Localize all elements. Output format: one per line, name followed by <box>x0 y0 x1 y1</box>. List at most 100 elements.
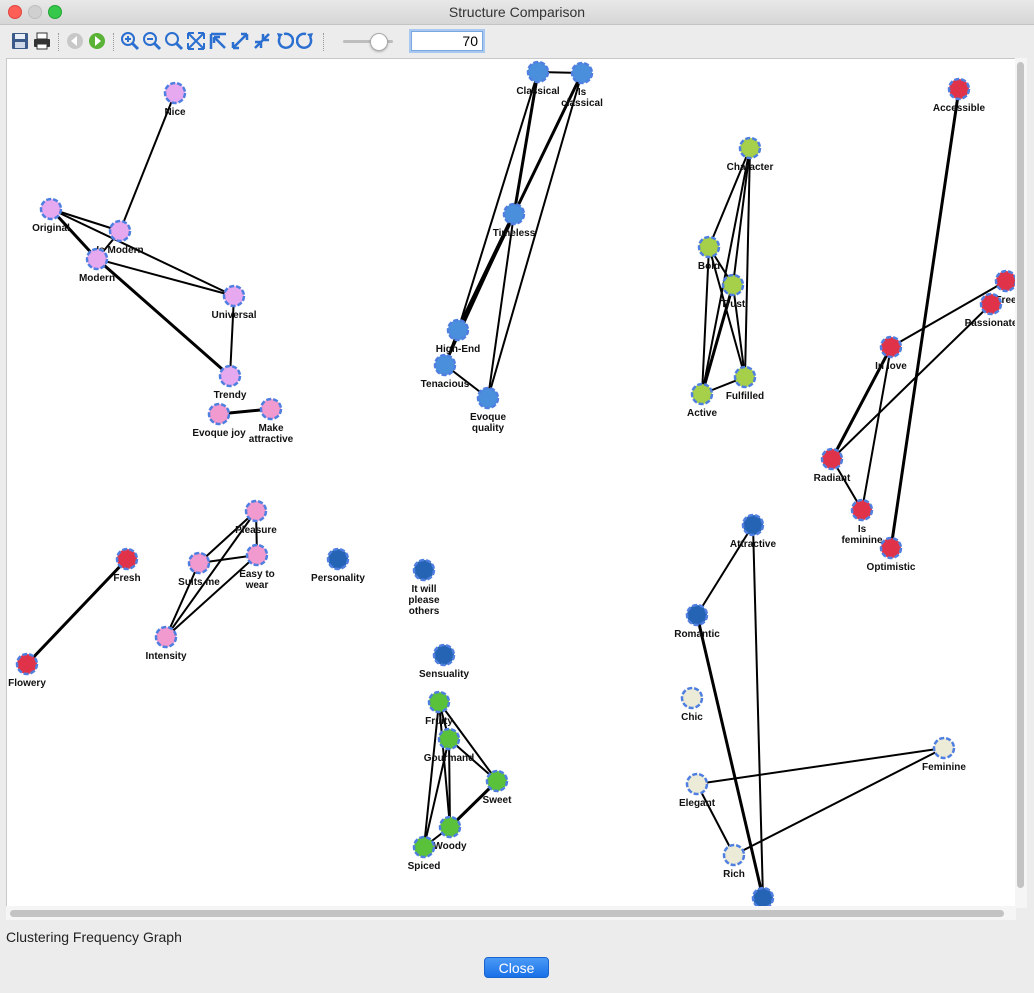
graph-node-rich[interactable]: Rich <box>722 843 746 880</box>
graph-node-tenacious[interactable]: Tenacious <box>421 353 470 390</box>
graph-node-trust[interactable]: Trust <box>721 273 746 310</box>
graph-node-flowery[interactable]: Flowery <box>8 652 46 689</box>
graph-node-high-end[interactable]: High-End <box>436 318 480 355</box>
node-circle[interactable] <box>108 219 132 243</box>
graph-node-romantic[interactable]: Romantic <box>674 603 720 640</box>
graph-node-is-modern[interactable]: Is Modern <box>96 219 144 256</box>
graph-node-chic[interactable]: Chic <box>680 686 704 723</box>
graph-node-pleasure[interactable]: Pleasure <box>235 499 277 536</box>
expand-icon[interactable] <box>229 30 251 52</box>
node-circle[interactable] <box>979 292 1003 316</box>
graph-node-spiced[interactable]: Spiced <box>408 835 441 872</box>
graph-node-fulfilled[interactable]: Fulfilled <box>726 365 764 402</box>
graph-node-elegant[interactable]: Elegant <box>679 772 716 809</box>
graph-node-nice[interactable]: Nice <box>163 81 187 118</box>
zoom-slider-thumb[interactable] <box>370 33 388 51</box>
node-circle[interactable] <box>820 447 844 471</box>
graph-node-original[interactable]: Original <box>32 197 70 234</box>
node-circle[interactable] <box>733 365 757 389</box>
zoom-input[interactable] <box>411 31 483 51</box>
graph-node-optimistic[interactable]: Optimistic <box>867 536 916 573</box>
node-circle[interactable] <box>685 603 709 627</box>
node-circle[interactable] <box>879 335 903 359</box>
node-circle[interactable] <box>680 686 704 710</box>
graph-node-passionate[interactable]: Passionate <box>965 292 1017 329</box>
node-circle[interactable] <box>154 625 178 649</box>
node-circle[interactable] <box>879 536 903 560</box>
vertical-scrollbar[interactable] <box>1015 58 1027 908</box>
zoom-in-icon[interactable] <box>119 30 141 52</box>
graph-node-accessible[interactable]: Accessible <box>933 77 986 114</box>
forward-icon[interactable] <box>86 30 108 52</box>
node-circle[interactable] <box>850 498 874 522</box>
node-circle[interactable] <box>412 835 436 859</box>
node-circle[interactable] <box>433 353 457 377</box>
graph-node-timeless[interactable]: Timeless <box>493 202 536 239</box>
rotate-left-icon[interactable] <box>273 30 295 52</box>
node-circle[interactable] <box>39 197 63 221</box>
node-circle[interactable] <box>994 269 1017 293</box>
node-circle[interactable] <box>932 736 956 760</box>
graph-node-radiant[interactable]: Radiant <box>814 447 851 484</box>
node-circle[interactable] <box>947 77 971 101</box>
node-circle[interactable] <box>690 382 714 406</box>
graph-node-attractive[interactable]: Attractive <box>730 513 777 550</box>
graph-node-universal[interactable]: Universal <box>211 284 257 321</box>
node-circle[interactable] <box>446 318 470 342</box>
window-minimize-button[interactable] <box>28 5 42 19</box>
node-circle[interactable] <box>412 558 436 582</box>
graph-node-gourmand[interactable]: Gourmand <box>424 727 475 764</box>
graph-node-free[interactable]: Free <box>994 269 1017 306</box>
zoom-slider-track[interactable] <box>343 40 393 43</box>
graph-node-suits-me[interactable]: Suits me <box>178 551 220 588</box>
graph-node-woody[interactable]: Woody <box>433 815 467 852</box>
node-circle[interactable] <box>15 652 39 676</box>
node-circle[interactable] <box>259 397 283 421</box>
zoom-out-icon[interactable] <box>141 30 163 52</box>
print-icon[interactable] <box>31 30 53 52</box>
node-circle[interactable] <box>432 643 456 667</box>
vertical-scroll-thumb[interactable] <box>1017 62 1024 888</box>
node-circle[interactable] <box>721 273 745 297</box>
node-circle[interactable] <box>570 61 594 85</box>
graph-node-personality[interactable]: Personality <box>311 547 365 584</box>
graph-node-fruity[interactable]: Fruity <box>425 690 453 727</box>
graph-node-classical[interactable]: Classical <box>516 60 560 97</box>
close-button[interactable]: Close <box>484 957 549 978</box>
window-maximize-button[interactable] <box>48 5 62 19</box>
node-circle[interactable] <box>741 513 765 537</box>
node-circle[interactable] <box>526 60 550 84</box>
node-circle[interactable] <box>187 551 211 575</box>
save-icon[interactable] <box>9 30 31 52</box>
node-circle[interactable] <box>685 772 709 796</box>
graph-node-modern[interactable]: Modern <box>79 247 115 284</box>
graph-node-sensuality[interactable]: Sensuality <box>419 643 469 680</box>
graph-node-in-love[interactable]: In love <box>875 335 907 372</box>
rotate-right-icon[interactable] <box>295 30 317 52</box>
node-circle[interactable] <box>115 547 139 571</box>
graph-node-sweet[interactable]: Sweet <box>483 769 513 806</box>
node-circle[interactable] <box>222 284 246 308</box>
graph-node-fresh[interactable]: Fresh <box>113 547 141 584</box>
graph-node-bold[interactable]: Bold <box>697 235 721 272</box>
node-circle[interactable] <box>697 235 721 259</box>
node-circle[interactable] <box>476 386 500 410</box>
horizontal-scrollbar[interactable] <box>6 906 1016 920</box>
node-circle[interactable] <box>163 81 187 105</box>
graph-node-character[interactable]: Character <box>727 136 774 173</box>
graph-node-intensity[interactable]: Intensity <box>145 625 187 662</box>
node-circle[interactable] <box>85 247 109 271</box>
node-circle[interactable] <box>722 843 746 867</box>
node-circle[interactable] <box>427 690 451 714</box>
zoom-fit-icon[interactable] <box>163 30 185 52</box>
back-icon[interactable] <box>64 30 86 52</box>
graph-node-feminine[interactable]: Feminine <box>922 736 966 773</box>
node-circle[interactable] <box>738 136 762 160</box>
node-circle[interactable] <box>218 364 242 388</box>
